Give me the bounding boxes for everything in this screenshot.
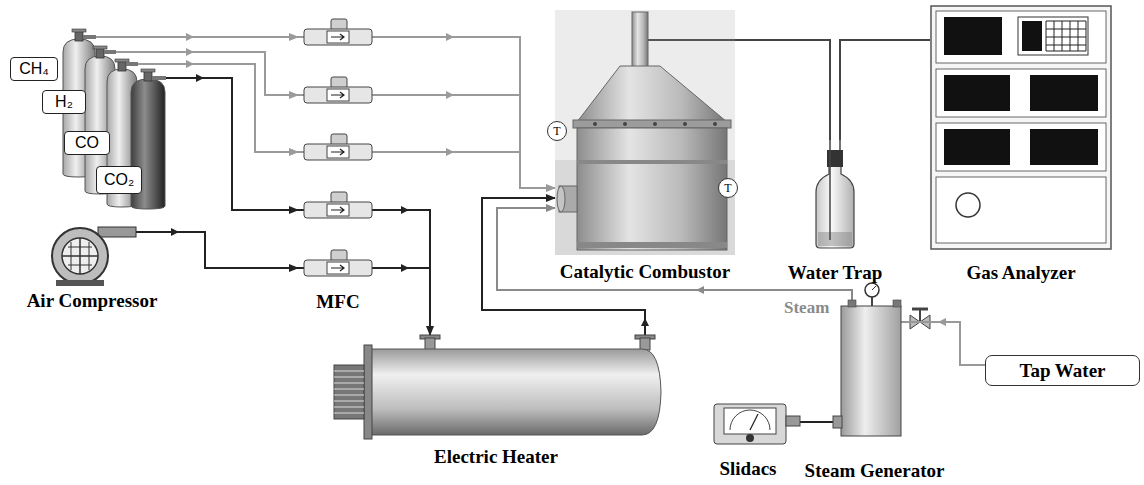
thermocouple: T bbox=[547, 121, 567, 141]
pressure-gauge bbox=[865, 283, 879, 306]
steam-generator-art bbox=[833, 300, 908, 440]
electric-heater: Electric Heater bbox=[330, 335, 662, 438]
pipe-connector bbox=[735, 40, 830, 140]
sensor-letter: T bbox=[553, 125, 560, 137]
gas-analyzer: Gas Analyzer bbox=[930, 5, 1112, 250]
catalytic-combustor-art bbox=[555, 10, 735, 255]
pipe-connector bbox=[800, 421, 833, 423]
electric-heater-art bbox=[330, 335, 662, 438]
water-trap-art bbox=[812, 140, 858, 250]
pipe-connector bbox=[166, 78, 298, 210]
pipe-connector bbox=[378, 210, 430, 335]
gas-label-box: CO₂ bbox=[96, 166, 142, 194]
flow-label: Steam bbox=[782, 298, 831, 318]
pipe-connector bbox=[840, 40, 930, 140]
equipment-caption: Water Trap bbox=[788, 262, 882, 284]
gas-name: H₂ bbox=[55, 93, 73, 111]
slidacs-art bbox=[712, 398, 800, 448]
equipment-caption: Catalytic Combustor bbox=[560, 261, 730, 283]
equipment-caption: Electric Heater bbox=[434, 446, 558, 468]
equipment-caption: Air Compressor bbox=[27, 290, 158, 312]
mass-flow-controller-art bbox=[298, 18, 378, 288]
pipe-connector bbox=[378, 37, 555, 188]
steam-generator: Steam Generator bbox=[833, 300, 908, 440]
gas-name: CH₄ bbox=[19, 60, 49, 78]
sensor-letter: T bbox=[724, 182, 731, 194]
water-valve bbox=[910, 309, 930, 329]
equipment-caption: Slidacs bbox=[719, 458, 776, 480]
gas-label-box: CO bbox=[64, 131, 110, 155]
gas-name: CO bbox=[75, 134, 99, 152]
gas-analyzer-art bbox=[930, 5, 1112, 250]
pipe-connector bbox=[136, 232, 298, 268]
gas-label-box: CH₄ bbox=[10, 57, 58, 81]
extra-gas-lines bbox=[378, 95, 520, 268]
thermocouple: T bbox=[718, 178, 738, 198]
pipe-connector bbox=[96, 36, 298, 38]
catalytic-combustor: Catalytic CombustorTT bbox=[555, 10, 735, 255]
tap-water-box: Tap Water bbox=[985, 355, 1140, 386]
mass-flow-controller: MFC bbox=[298, 18, 378, 288]
equipment-caption: MFC bbox=[316, 291, 359, 313]
pipe-connector bbox=[897, 300, 985, 365]
gas-name: CO₂ bbox=[104, 171, 134, 189]
box-label: Tap Water bbox=[1019, 360, 1105, 382]
gas-cylinder: CO₂ bbox=[130, 68, 166, 210]
gas-label-box: H₂ bbox=[42, 90, 86, 114]
equipment-caption: Gas Analyzer bbox=[966, 262, 1075, 284]
water-trap: Water Trap bbox=[812, 140, 858, 250]
air-compressor-art bbox=[48, 222, 136, 286]
air-compressor: Air Compressor bbox=[48, 222, 136, 286]
slidacs: Slidacs bbox=[712, 398, 800, 448]
equipment-caption: Steam Generator bbox=[805, 460, 945, 482]
